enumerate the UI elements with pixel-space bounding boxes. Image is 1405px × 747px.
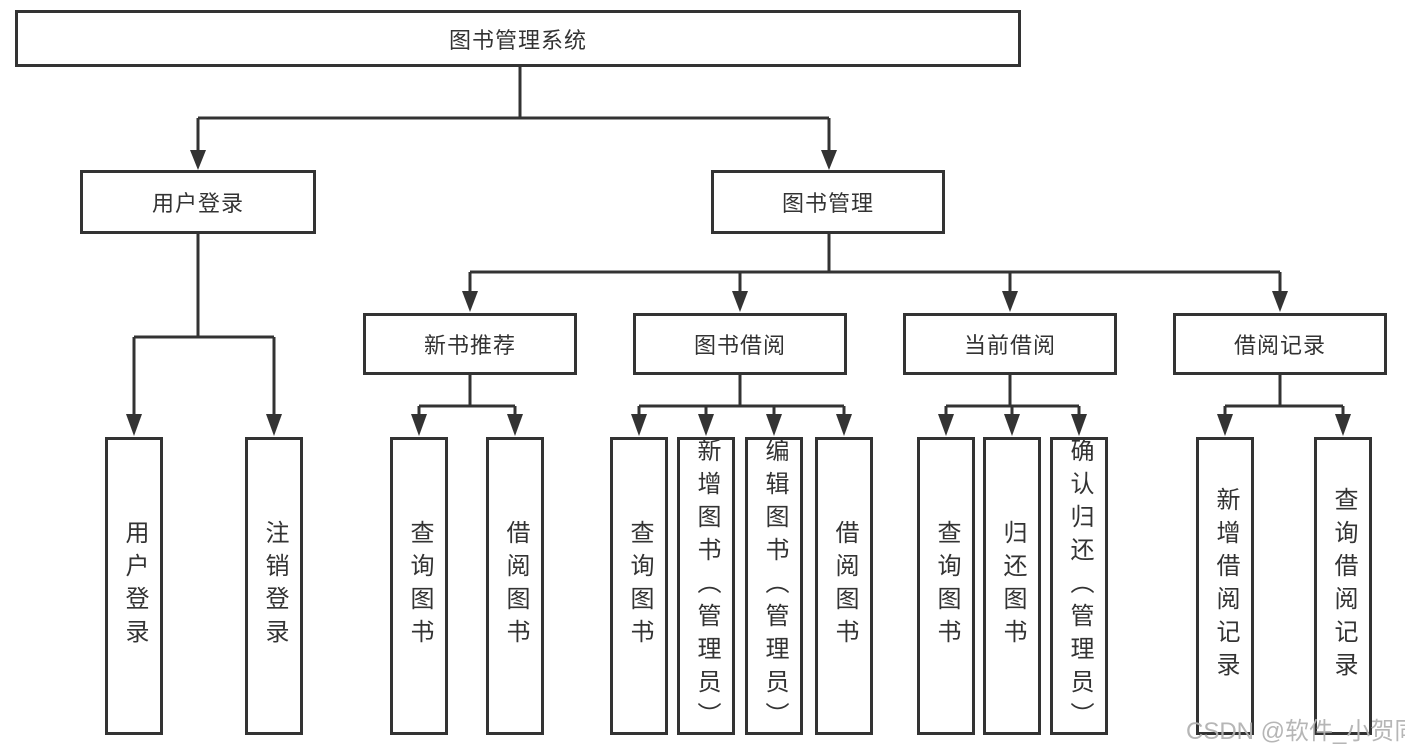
node-label: 借阅记录 (1233, 333, 1326, 358)
arrowhead (1335, 414, 1351, 436)
leaf-return-book: 归还图书 (983, 437, 1041, 735)
leaf-confirm-return-admin: 确认归还（管理员） (1050, 437, 1108, 735)
csdn-watermark: CSDN @软件_小贺同学 (1186, 718, 1405, 745)
leaf-edit-book-admin: 编辑图书（管理员） (745, 437, 803, 735)
leaf-label: 借阅图书 (831, 520, 858, 652)
node-current-borrow: 当前借阅 (903, 313, 1117, 375)
connector-new-book-recommend-to-leaves (411, 375, 523, 436)
arrowhead (1002, 291, 1018, 312)
arrowhead (411, 414, 427, 436)
arrowhead (1272, 291, 1288, 312)
leaf-user-login: 用户登录 (105, 437, 163, 735)
node-label: 图书借阅 (693, 333, 786, 358)
leaf-query-books-borrow: 查询图书 (610, 437, 668, 735)
arrowhead (631, 414, 647, 436)
connector-current-borrow-to-leaves (938, 375, 1087, 436)
leaf-label: 查询借阅记录 (1330, 487, 1357, 685)
leaf-label: 借阅图书 (502, 520, 529, 652)
arrowhead (938, 414, 954, 436)
leaf-borrow-books-recommend: 借阅图书 (486, 437, 544, 735)
leaf-label: 查询图书 (406, 520, 433, 652)
node-label: 图书管理 (781, 191, 874, 216)
connector-root-to-level2 (190, 67, 837, 170)
node-borrow-records: 借阅记录 (1173, 313, 1387, 375)
arrowhead (266, 414, 282, 436)
node-book-borrow: 图书借阅 (633, 313, 847, 375)
arrowhead (190, 150, 206, 170)
node-user-login: 用户登录 (80, 170, 316, 234)
arrowhead (732, 291, 748, 312)
leaf-label: 查询图书 (933, 520, 960, 652)
leaf-query-books-current: 查询图书 (917, 437, 975, 735)
arrowhead (462, 291, 478, 312)
connector-borrow-records-to-leaves (1217, 375, 1351, 436)
node-label: 新书推荐 (423, 333, 516, 358)
node-book-management: 图书管理 (711, 170, 945, 234)
arrowhead (1217, 414, 1233, 436)
leaf-label: 注销登录 (261, 520, 288, 652)
leaf-label: 查询图书 (626, 520, 653, 652)
node-library-management-system: 图书管理系统 (15, 10, 1021, 67)
connector-user-login-to-leaves (126, 234, 282, 436)
connector-book-management-to-level3 (462, 234, 1288, 312)
leaf-query-borrow-record: 查询借阅记录 (1314, 437, 1372, 735)
arrowhead (821, 150, 837, 170)
leaf-label: 用户登录 (121, 520, 148, 652)
node-label: 图书管理系统 (448, 27, 587, 53)
node-label: 用户登录 (151, 191, 244, 216)
leaf-add-borrow-record: 新增借阅记录 (1196, 437, 1254, 735)
leaf-add-book-admin: 新增图书（管理员） (677, 437, 735, 735)
leaf-label: 确认归还（管理员） (1066, 437, 1093, 735)
leaf-label: 归还图书 (999, 520, 1026, 652)
leaf-label: 新增图书（管理员） (693, 437, 720, 735)
arrowhead (698, 414, 714, 436)
connector-book-borrow-to-leaves (631, 375, 852, 436)
arrowhead (1004, 414, 1020, 436)
node-label: 当前借阅 (963, 333, 1056, 358)
leaf-borrow-books: 借阅图书 (815, 437, 873, 735)
node-new-book-recommend: 新书推荐 (363, 313, 577, 375)
arrowhead (126, 414, 142, 436)
arrowhead (766, 414, 782, 436)
arrowhead (507, 414, 523, 436)
leaf-query-books-recommend: 查询图书 (390, 437, 448, 735)
arrowhead (1071, 414, 1087, 436)
leaf-label: 新增借阅记录 (1212, 487, 1239, 685)
leaf-label: 编辑图书（管理员） (761, 437, 788, 735)
arrowhead (836, 414, 852, 436)
leaf-logout: 注销登录 (245, 437, 303, 735)
